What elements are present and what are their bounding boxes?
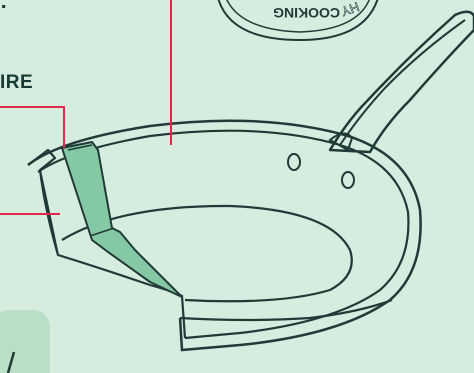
badge-outline-text: HY [339,0,361,19]
layer-highlight [62,142,182,297]
badge-text: COOKING [273,5,340,21]
cutaway-edge [40,170,58,255]
callout-label-top: : [0,0,7,14]
rivet-2 [342,172,354,188]
handle-inner-edge [340,20,465,145]
callout-line-ire [0,107,64,148]
seal-icon: COOKING HY [218,0,378,40]
callout-label-ire: IRE [0,72,33,94]
pan-handle [330,12,474,152]
decorative-blob [0,310,50,373]
rivet-1 [288,154,300,170]
